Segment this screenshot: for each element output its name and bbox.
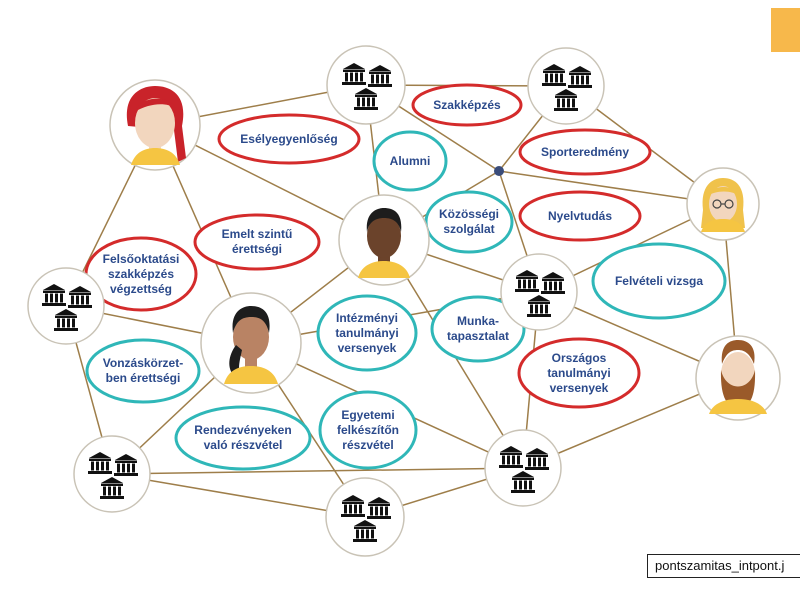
connection-line	[498, 170, 724, 205]
oval-vonzaskorzet	[85, 338, 201, 404]
university-node	[325, 477, 405, 557]
oval-intezmenyi	[316, 294, 418, 372]
oval-munka	[430, 295, 526, 363]
connection-line	[111, 467, 524, 475]
oval-kozossegi	[424, 190, 514, 254]
oval-orszagos	[517, 337, 641, 409]
oval-eselyegyenloseg	[217, 113, 361, 165]
university-node	[484, 429, 562, 507]
woman-blonde-glasses-avatar-icon	[686, 167, 760, 241]
man-beard-avatar-icon	[695, 335, 781, 421]
woman-ponytail-avatar-icon	[200, 292, 302, 394]
university-node	[27, 267, 105, 345]
university-node	[73, 435, 151, 513]
university-node	[326, 45, 406, 125]
woman-red-hair-avatar-icon	[109, 79, 201, 171]
oval-sporteredmeny	[518, 128, 652, 176]
image-filename-caption: pontszamitas_intpont.j	[647, 554, 800, 578]
connection-line	[111, 473, 366, 518]
oval-egyetemi	[318, 390, 418, 470]
oval-nyelvtudas	[518, 190, 642, 242]
hub-dot	[494, 166, 504, 176]
oval-felveteli	[591, 242, 727, 320]
oval-szakkepzes	[411, 83, 523, 127]
university-node	[500, 253, 578, 331]
university-node	[527, 47, 605, 125]
corner-accent-rect	[771, 8, 800, 52]
oval-alumni	[372, 130, 448, 192]
oval-rendezveny	[174, 405, 312, 471]
man-dark-skin-avatar-icon	[338, 194, 430, 286]
oval-emelt	[193, 213, 321, 271]
